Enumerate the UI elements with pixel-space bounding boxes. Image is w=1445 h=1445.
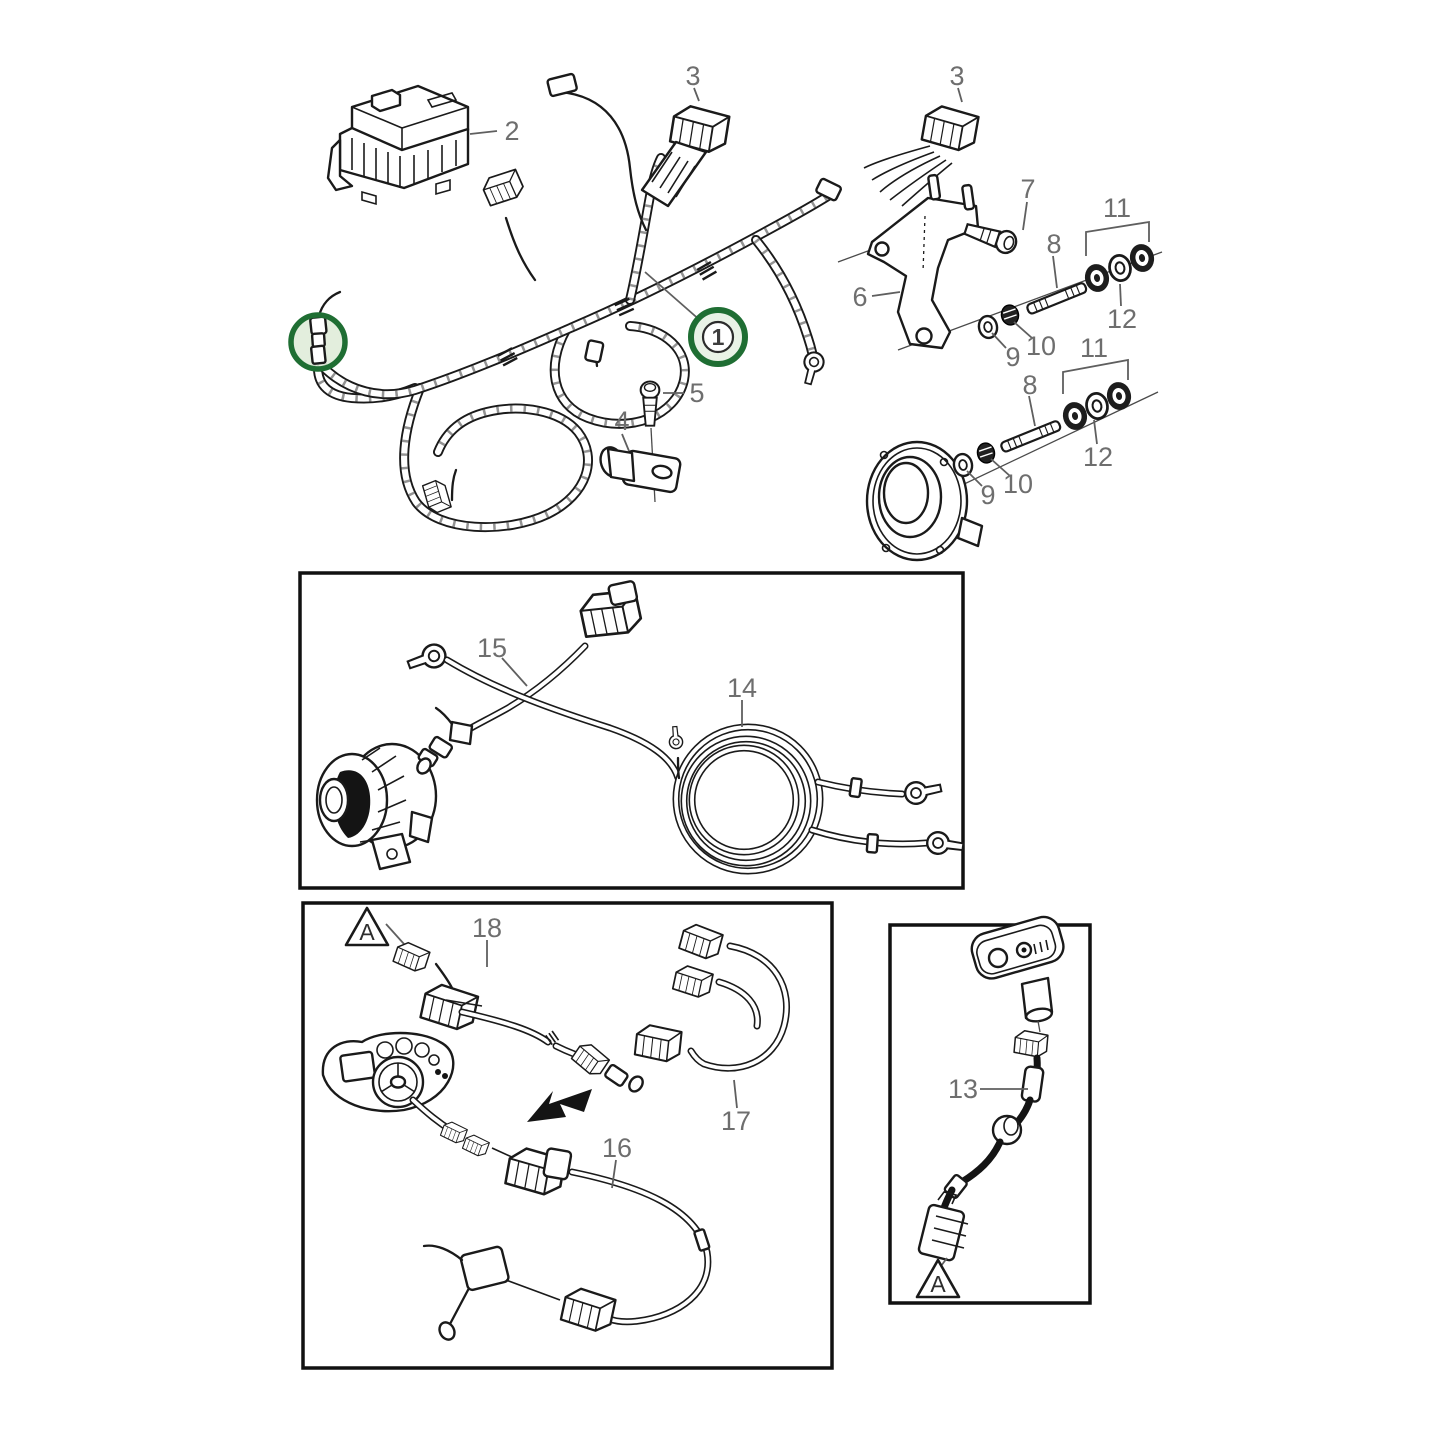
- direction-arrow: [527, 1089, 592, 1122]
- callout-part12-lower: 12: [1083, 442, 1113, 472]
- callout-part13: 13: [948, 1074, 978, 1104]
- cable-18: [391, 939, 644, 1093]
- alternator: [315, 742, 438, 871]
- steering-wheel: [371, 1055, 425, 1109]
- key-cable-end-connector: [917, 1191, 969, 1262]
- nut-part10-upper: [999, 302, 1021, 328]
- cover-plate: [865, 440, 984, 562]
- callout-part12-upper: 12: [1107, 304, 1137, 334]
- callout-part11-upper: 11: [1103, 193, 1131, 223]
- harness-connectors: [419, 72, 842, 516]
- callout-part9-lower: 9: [980, 480, 995, 510]
- callout-part8-lower: 8: [1022, 370, 1037, 400]
- panel-helm-cables: A 18 17: [301, 901, 834, 1370]
- callout-part5: 5: [689, 378, 704, 408]
- fuse-box-part2: [326, 84, 470, 206]
- callout-part17: 17: [721, 1106, 751, 1136]
- callout-part14: 14: [727, 673, 757, 703]
- panel-alternator-cables: 15 14: [298, 571, 966, 890]
- cable-15: [416, 580, 645, 775]
- trim-sender: [422, 1244, 561, 1341]
- inline-connector: [309, 315, 328, 365]
- cable-16: [422, 1144, 710, 1341]
- callout-part18: 18: [472, 913, 502, 943]
- bolt-part7: [961, 217, 1021, 257]
- callout-part7: 7: [1020, 174, 1035, 204]
- bracket-assembly-upper: 6 7 8 9 10 11 12: [837, 173, 1163, 372]
- stud-part8-lower: [999, 419, 1063, 454]
- warning-letter-helm: A: [359, 919, 375, 945]
- callout-part1: 1: [712, 324, 725, 350]
- bracket-part6: [866, 173, 980, 350]
- cable-17: [633, 921, 786, 1068]
- main-harness-section: 2: [288, 61, 1163, 562]
- connector-3-top-bundle: [640, 140, 708, 208]
- highlight-marker-connector[interactable]: [288, 312, 348, 372]
- warning-letter-key: A: [930, 1271, 946, 1297]
- key-fob: [970, 915, 1065, 1023]
- selected-callout-part1[interactable]: 1: [688, 307, 748, 367]
- key-cable-13: [917, 1020, 1049, 1267]
- washer-part12-upper: [1105, 252, 1135, 284]
- helm-dashboard: [321, 1031, 515, 1159]
- callout-part9-upper: 9: [1005, 342, 1020, 372]
- callout-part8-upper: 8: [1046, 229, 1061, 259]
- highlight-ring: [288, 312, 348, 372]
- callout-part6: 6: [852, 282, 867, 312]
- callout-part2: 2: [504, 116, 519, 146]
- callout-part16: 16: [602, 1133, 632, 1163]
- callout-part3-top: 3: [685, 61, 700, 91]
- callout-part15: 15: [477, 633, 507, 663]
- panel-key-cable: 13 A: [888, 915, 1092, 1305]
- cable-14: [403, 640, 966, 875]
- clamp-part4: [599, 446, 682, 494]
- callout-part4: 4: [614, 406, 629, 436]
- callout-part10-upper: 10: [1026, 331, 1056, 361]
- cover-assembly-lower: 8 9 10 11 12: [865, 333, 1159, 562]
- cable-14-coil: [672, 723, 824, 875]
- connector-3-right: [863, 102, 981, 207]
- callout-part3-right: 3: [949, 61, 964, 91]
- callout-part10-lower: 10: [1003, 469, 1033, 499]
- callout-part11-lower: 11: [1080, 333, 1108, 363]
